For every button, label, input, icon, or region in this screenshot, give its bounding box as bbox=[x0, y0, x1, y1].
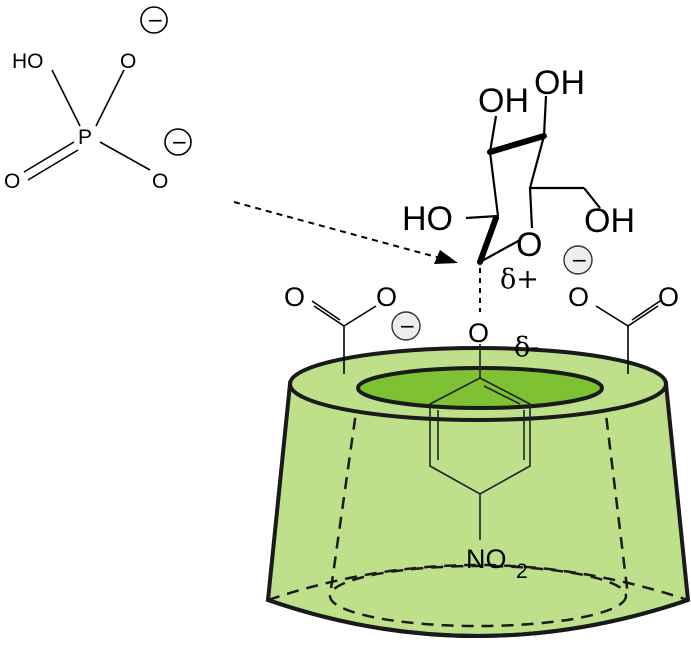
phosphate-ho: HO bbox=[12, 50, 44, 73]
sugar-ho-left: HO bbox=[402, 200, 453, 238]
carboxylate-left-charge: − bbox=[391, 311, 421, 341]
nucleophilic-attack-arrow bbox=[233, 201, 458, 264]
svg-text:−: − bbox=[147, 8, 164, 32]
svg-text:−: − bbox=[571, 248, 588, 272]
delta-plus-label: δ+ bbox=[500, 264, 539, 295]
phosphate-o-top: O bbox=[120, 50, 136, 73]
phosphate-charge-top: − bbox=[140, 6, 168, 34]
phosphate-o-double: O bbox=[4, 170, 20, 193]
nitro-main-text: NO bbox=[466, 544, 507, 574]
carboxylate-left: O O bbox=[284, 282, 397, 374]
sugar-oh-top-left: OH bbox=[478, 82, 529, 120]
carboxylate-right: O O bbox=[568, 282, 679, 374]
carboxylate-left-o1: O bbox=[284, 282, 305, 312]
phosphate-o-right: O bbox=[152, 170, 168, 193]
nitro-subscript: 2 bbox=[516, 560, 528, 583]
nitrophenyl-ring bbox=[429, 344, 531, 540]
sugar-ring-oxygen: O bbox=[516, 226, 542, 264]
sugar-molecule: OH OH HO OH O δ+ bbox=[402, 64, 635, 295]
phosphate-charge-right: − bbox=[164, 128, 192, 156]
delta-minus-label: δ- bbox=[514, 332, 539, 363]
svg-text:−: − bbox=[399, 314, 416, 338]
cyclodextrin-inner-bottom bbox=[328, 564, 628, 628]
cavity-wall-left bbox=[328, 397, 360, 597]
sugar-oh-right: OH bbox=[584, 202, 635, 240]
phosphate-p: P bbox=[78, 126, 92, 149]
carboxylate-right-charge: − bbox=[563, 245, 593, 275]
cavity-wall-right bbox=[602, 397, 630, 597]
sugar-oh-top-right: OH bbox=[534, 64, 585, 102]
carboxylate-right-o1: O bbox=[568, 282, 589, 312]
arrow-head bbox=[434, 250, 458, 264]
glycosidic-oxygen: O bbox=[468, 318, 489, 348]
nitro-group-label: NO 2 bbox=[466, 544, 528, 583]
glycosidic-linkage: O δ- bbox=[468, 268, 539, 363]
carboxylate-left-o2: O bbox=[376, 282, 397, 312]
cyclodextrin-bottom-back bbox=[267, 563, 689, 602]
phosphate-molecule: HO O P O O − − bbox=[4, 6, 192, 193]
svg-text:−: − bbox=[171, 130, 188, 154]
carboxylate-right-o2: O bbox=[658, 282, 679, 312]
cyclodextrin-bottom-front bbox=[267, 598, 689, 638]
